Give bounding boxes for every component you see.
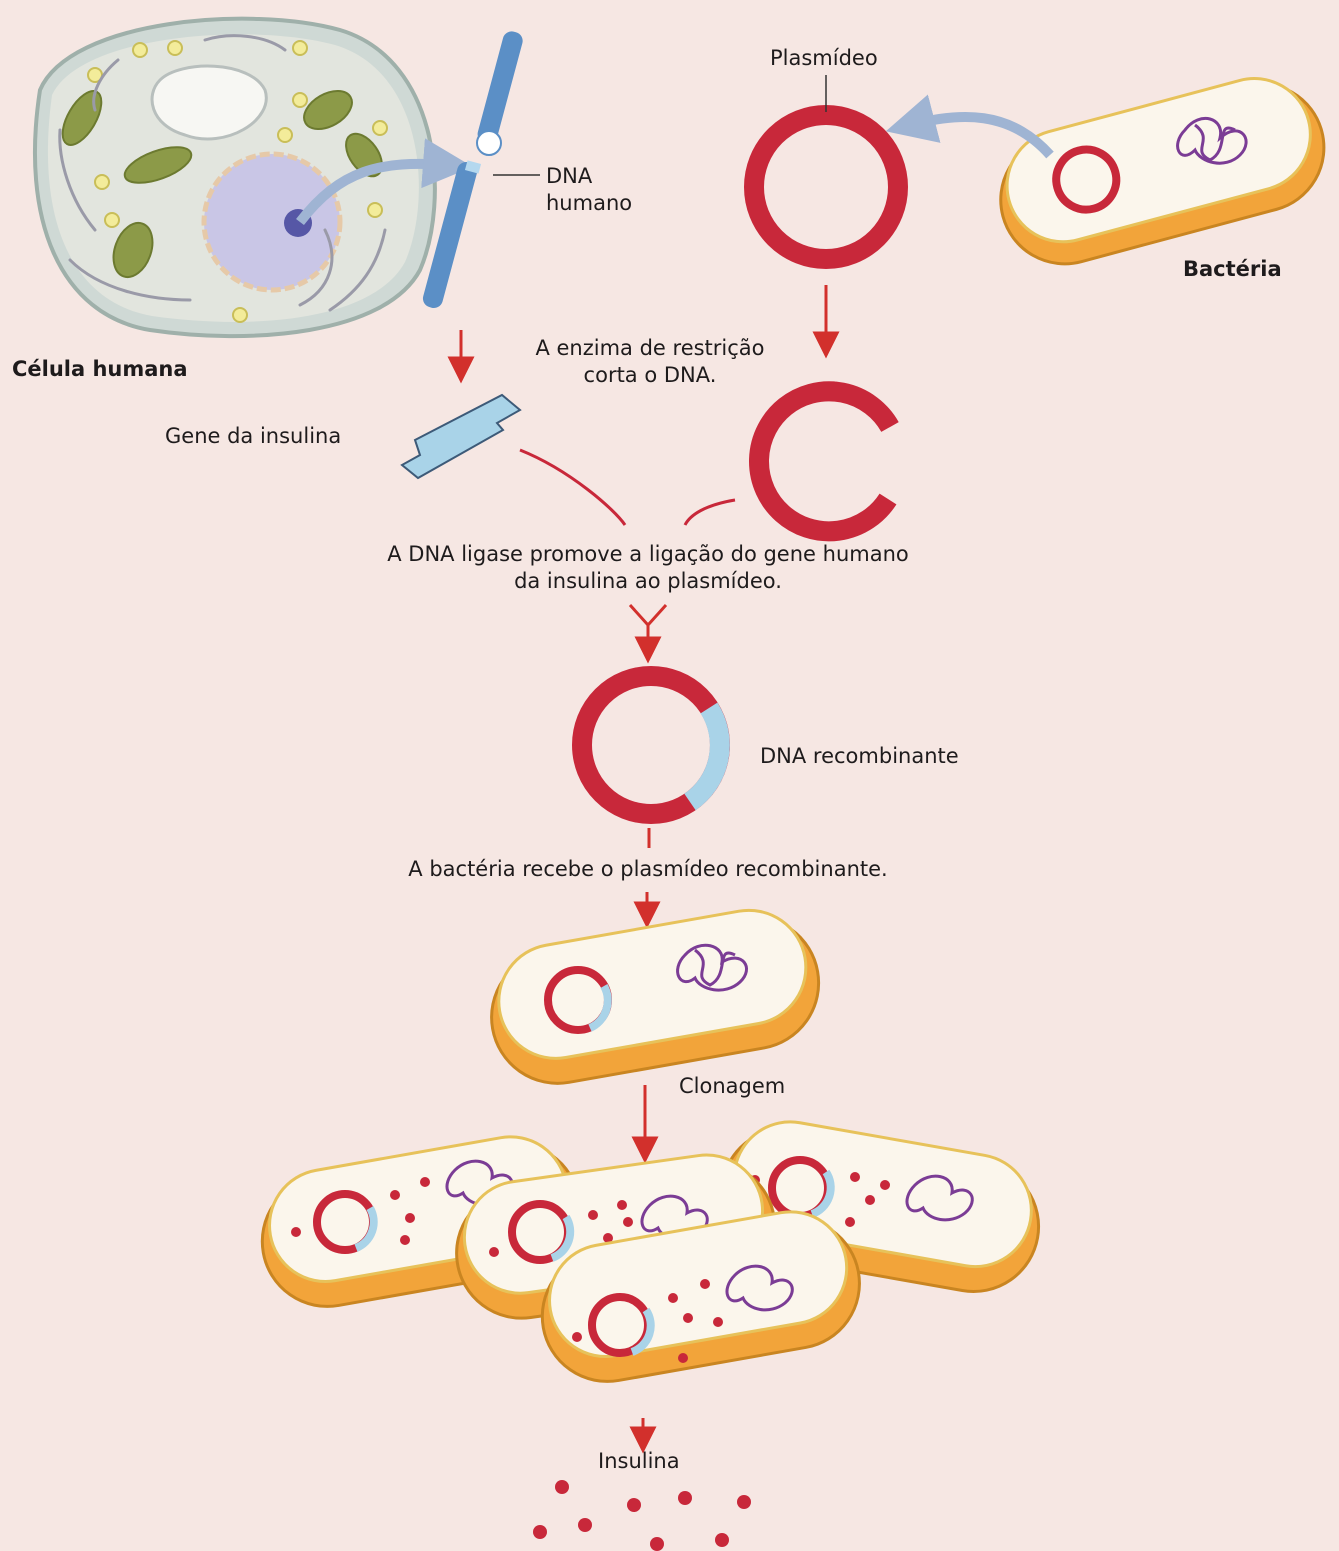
recombinant-gene-insert [690,708,720,802]
restriction-label-line2: corta o DNA. [520,362,780,388]
insulin-gene-label: Gene da insulina [165,423,341,449]
restriction-label-line1: A enzima de restrição [520,335,780,361]
bacterium-middle [480,900,829,1094]
cloned-bacteria [251,1111,1050,1391]
recombinant-dna-label: DNA recombinante [760,743,959,769]
plasmid-top [754,115,898,259]
human-dna-label-line2: humano [546,190,632,216]
insulin-molecules [533,1480,751,1551]
bacterium-receives-label: A bactéria recebe o plasmídeo recombinan… [380,856,916,882]
chromosome [421,29,525,310]
bacterium-label: Bactéria [1183,256,1282,282]
ligase-arrow [630,605,666,650]
human-cell [35,19,435,336]
ligase-line-right [685,500,735,525]
insulin-label: Insulina [598,1448,680,1474]
human-dna-label-line1: DNA [546,163,592,189]
ligase-line-left [520,450,625,525]
insulin-gene-fragment [402,395,520,478]
plasmid-cut [759,391,890,531]
bacterium-top [985,63,1338,278]
human-cell-label: Célula humana [12,356,188,382]
nucleus [204,154,340,290]
ligase-label-line1: A DNA ligase promove a ligação do gene h… [370,541,926,567]
ligase-label-line2: da insulina ao plasmídeo. [370,568,926,594]
plasmid-label: Plasmídeo [770,45,878,71]
cloning-label: Clonagem [679,1073,785,1099]
